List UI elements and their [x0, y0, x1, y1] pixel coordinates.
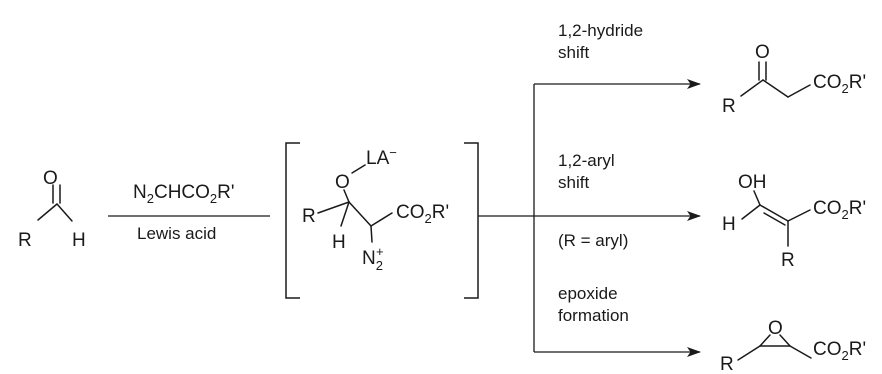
intermediate-ester-label: CO2R'	[396, 202, 449, 226]
bond-c-r	[317, 201, 350, 214]
left-bracket	[285, 142, 300, 299]
epoxide-label-line1: epoxide	[558, 284, 618, 303]
aryl-shift-label-line2: shift	[558, 173, 589, 192]
hydride-shift-label-line1: 1,2-hydride	[558, 21, 643, 40]
intermediate-o-label: O	[335, 172, 350, 193]
bond-r-c	[737, 345, 761, 361]
bond-c-ester	[789, 345, 812, 359]
right-bracket	[464, 142, 479, 299]
bond-c-ch2	[762, 79, 789, 98]
reactant-r-label: R	[18, 230, 32, 251]
reagents: N2CHCO2R' Lewis acid	[133, 182, 235, 243]
bond-c-oh	[753, 190, 761, 206]
reactant-h-label: H	[72, 230, 86, 251]
product2-ester-label: CO2R'	[813, 198, 866, 222]
bond-r-c	[37, 203, 58, 221]
bond-c-n2	[370, 225, 373, 243]
intermediate-n2-label: N2+	[362, 244, 384, 273]
aryl-condition-label: (R = aryl)	[558, 231, 628, 250]
intermediate-la-label: LA−	[366, 145, 397, 169]
bond-cc-double-a	[759, 204, 789, 222]
product3-r-label: R	[720, 354, 734, 374]
product2-h-label: H	[722, 214, 736, 235]
product3-o-label: O	[768, 318, 783, 339]
diazo-reagent-label: N2CHCO2R'	[133, 182, 235, 206]
bond-c-c	[348, 201, 372, 227]
bond-cc-double-b	[763, 212, 786, 226]
lewis-acid-label: Lewis acid	[137, 224, 216, 243]
product2-r-label: R	[781, 250, 795, 271]
bond-c-ester	[787, 209, 811, 222]
reactant-o-label: O	[43, 168, 58, 189]
product1-ester-label: CO2R'	[813, 72, 866, 96]
product1-r-label: R	[722, 96, 736, 117]
bond-c-h	[340, 201, 350, 227]
epoxide-label-line2: formation	[558, 306, 629, 325]
intermediate-bracket: O LA− R H CO2R' N2+	[285, 142, 479, 299]
bond-o-c-right	[779, 334, 791, 347]
bond-o-c	[343, 189, 350, 203]
product3-ester-label: CO2R'	[813, 339, 866, 363]
aldehyde-reactant: R O H	[18, 168, 86, 251]
product-enol: OH H R CO2R'	[722, 172, 866, 271]
bond-h-c	[741, 204, 761, 220]
product-epoxide: O R CO2R'	[720, 318, 866, 374]
bond-ch2-ester	[787, 84, 811, 98]
bond-c-ester	[370, 212, 393, 227]
intermediate-r-label: R	[302, 206, 316, 227]
bond-c-h	[56, 203, 73, 222]
bond-o-la	[351, 164, 366, 174]
bond-c-o-left	[759, 334, 771, 347]
product-beta-keto-ester: O R CO2R'	[722, 42, 866, 117]
bond-r-c	[740, 79, 764, 97]
aryl-shift-label-line1: 1,2-aryl	[558, 151, 615, 170]
product2-oh-label: OH	[738, 172, 767, 193]
intermediate-h-label: H	[332, 232, 346, 253]
product1-o-label: O	[755, 42, 770, 63]
branch-arrows	[478, 79, 701, 357]
hydride-shift-label-line2: shift	[558, 43, 589, 62]
